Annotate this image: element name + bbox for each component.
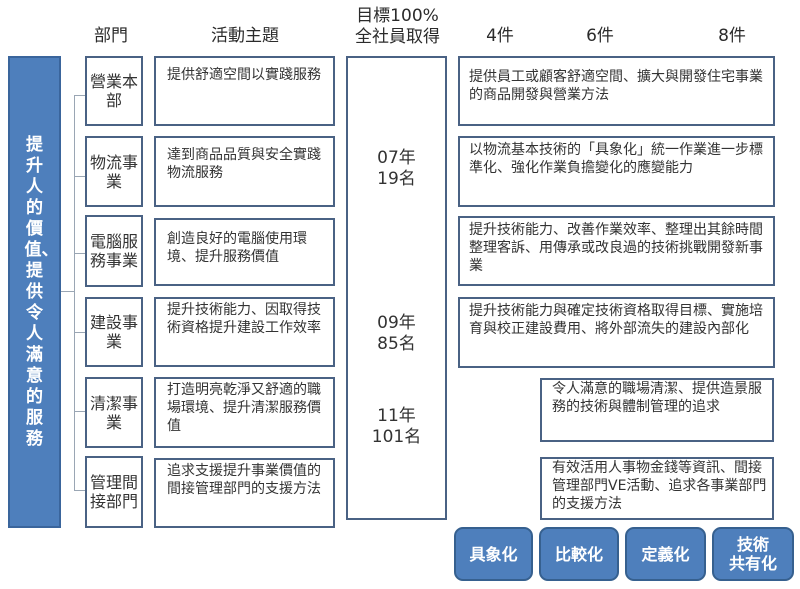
header-count-4: 4件 [486, 26, 514, 46]
header-theme: 活動主題 [211, 26, 279, 46]
department-box: 清潔事業 [85, 377, 143, 448]
goal-count: 101名 [371, 427, 422, 447]
tech-sharing-button[interactable]: 技術 共有化 [712, 527, 794, 581]
goal-year: 07年 [377, 148, 416, 168]
goal-count: 85名 [377, 334, 416, 354]
connector-branch-4 [74, 332, 85, 333]
theme-box: 提供舒適空間以實踐服務 [154, 56, 335, 126]
theme-box: 打造明亮乾淨又舒適的職場環境、提升清潔服務價值 [154, 377, 335, 448]
theme-box: 創造良好的電腦使用環境、提升服務價值 [154, 218, 335, 286]
connector-branch-2 [74, 176, 85, 177]
compare-button[interactable]: 比較化 [539, 527, 619, 581]
connector-branch-1 [74, 95, 85, 96]
goal-year-09: 09年 85名 [348, 313, 445, 355]
header-goal-line2: 全社員取得 [355, 27, 440, 47]
goal-year: 09年 [377, 313, 416, 333]
define-button[interactable]: 定義化 [625, 527, 706, 581]
header-department: 部門 [94, 26, 128, 46]
connector-branch-6 [74, 490, 85, 491]
plan-box: 有效活用人事物金錢等資訊、間接管理部門VE活動、追求各事業部門的支援方法 [540, 457, 774, 520]
button-label: 比較化 [554, 544, 603, 564]
main-goal-box: 提升人的價值、提供令人滿意的服務 [8, 56, 61, 528]
button-label-line2: 共有化 [728, 554, 777, 573]
department-box: 建設事業 [85, 297, 143, 367]
concretize-button[interactable]: 具象化 [454, 527, 533, 581]
plan-box: 令人滿意的職場清潔、提供造景服務的技術與體制管理的追求 [540, 378, 774, 442]
goal-year: 11年 [377, 406, 416, 426]
button-label: 具象化 [469, 544, 518, 564]
connector-branch-3 [74, 253, 85, 254]
connector-trunk [74, 95, 75, 491]
goal-year-07: 07年 19名 [348, 148, 445, 190]
plan-box: 以物流基本技術的「具象化」統一作業進一步標準化、強化作業負擔變化的應變能力 [458, 136, 775, 207]
department-box: 管理間接部門 [85, 456, 143, 528]
theme-box: 提升技術能力、因取得技術資格提升建設工作效率 [154, 297, 335, 367]
goal-year-11: 11年 101名 [348, 406, 445, 448]
theme-box: 達到商品品質與安全實踐物流服務 [154, 136, 335, 207]
main-goal-text: 提升人的價值、提供令人滿意的服務 [24, 134, 59, 449]
button-label-line1: 技術 [736, 535, 769, 554]
connector-root [61, 291, 75, 292]
button-label: 定義化 [641, 544, 690, 564]
plan-box: 提升技術能力與確定技術資格取得目標、實施培育與校正建設費用、將外部流失的建設內部… [458, 297, 775, 368]
header-count-8: 8件 [718, 26, 746, 46]
plan-box: 提升技術能力、改善作業效率、整理出其餘時間整理客訴、用傳承或改良過的技術挑戰開發… [458, 216, 775, 286]
header-goal-line1: 目標100% [356, 6, 439, 26]
header-count-6: 6件 [586, 26, 614, 46]
goal-count: 19名 [377, 169, 416, 189]
department-box: 物流事業 [85, 136, 143, 207]
theme-box: 追求支援提升事業價值的間接管理部門的支援方法 [154, 458, 335, 528]
connector-branch-5 [74, 411, 85, 412]
department-box: 營業本部 [85, 56, 143, 126]
department-box: 電腦服務事業 [85, 215, 143, 287]
goal-column-box: 07年 19名 09年 85名 11年 101名 [346, 56, 447, 520]
plan-box: 提供員工或顧客舒適空間、擴大與開發住宅事業的商品開發與營業方法 [458, 56, 775, 126]
